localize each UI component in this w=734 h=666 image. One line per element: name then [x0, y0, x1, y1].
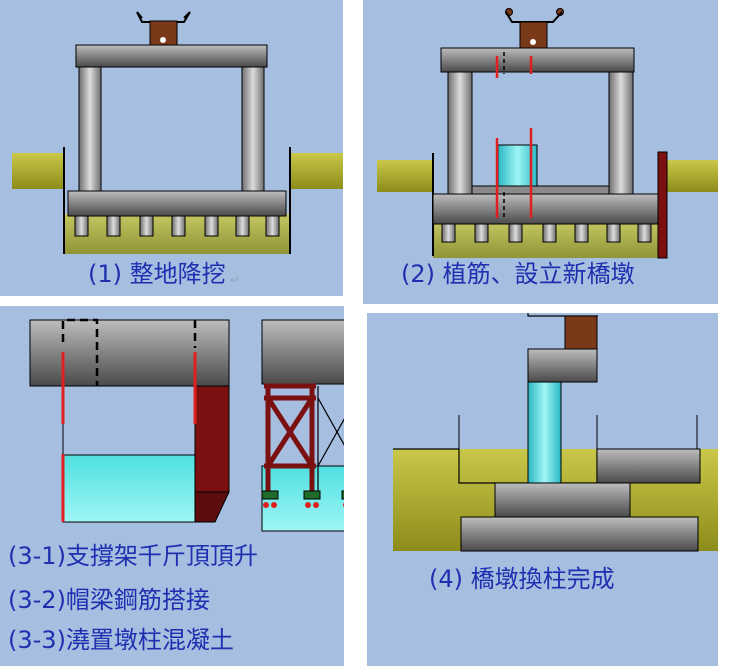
footing-top	[471, 185, 610, 195]
panel-3: (3-1)支撐架千斤頂頂升 (3-2)帽梁鋼筋搭接 (3-3)澆置墩柱混凝土	[0, 306, 344, 666]
rebar-lines	[495, 56, 533, 218]
new-column	[62, 454, 196, 523]
panel-2-drawing	[377, 8, 718, 259]
caption-1: (1) 整地降挖↵	[88, 260, 240, 288]
panel-1: (1) 整地降挖↵	[0, 0, 343, 296]
caption-3-3: (3-3)澆置墩柱混凝土	[8, 626, 234, 654]
caption-4-number: (4)	[429, 565, 463, 593]
steel-frame	[657, 151, 668, 259]
piles	[74, 215, 280, 237]
caption-3-1: (3-1)支撐架千斤頂頂升	[8, 542, 258, 570]
rebar-lines	[61, 352, 197, 522]
caption-4-text: 橋墩換柱完成	[470, 565, 615, 593]
old-footing-right	[596, 448, 701, 484]
caption-3-2: (3-2)帽梁鋼筋搭接	[8, 586, 210, 614]
panel-4-drawing	[393, 313, 718, 552]
jacks	[261, 490, 344, 500]
panel-3-drawing	[29, 318, 344, 532]
footing	[460, 516, 699, 552]
column-left	[447, 71, 473, 195]
column-left	[78, 66, 102, 192]
cap-beam	[440, 47, 635, 73]
bearing	[564, 315, 598, 350]
piles	[441, 223, 652, 243]
column-right	[608, 71, 634, 195]
footing	[67, 190, 287, 217]
column-right	[241, 66, 265, 192]
caption-2: (2) 植筋、設立新橋墩	[401, 262, 635, 286]
new-column	[527, 381, 562, 484]
soil-left	[12, 153, 64, 189]
caption-1-text: 整地降挖	[129, 260, 226, 288]
cap-beam	[527, 348, 598, 383]
caption-2-text: 植筋、設立新橋墩	[442, 260, 635, 288]
caption-2-number: (2)	[401, 260, 435, 288]
caption-4: (4) 橋墩換柱完成	[429, 567, 615, 591]
cap-beam	[29, 319, 230, 387]
caption-1-number: (1)	[88, 260, 122, 288]
cap-beam-detail	[261, 319, 344, 385]
soil-left	[377, 160, 433, 192]
footing	[432, 193, 659, 225]
steel-frame	[194, 385, 230, 493]
soil-right	[667, 160, 718, 192]
soil-right	[290, 153, 343, 189]
cap-beam	[75, 44, 268, 68]
panel-2: (2) 植筋、設立新橋墩	[363, 0, 718, 304]
panel-1-drawing	[12, 11, 343, 254]
support-frame	[264, 383, 316, 496]
panel-4: (4) 橋墩換柱完成	[367, 313, 718, 666]
pedestal	[494, 482, 631, 518]
